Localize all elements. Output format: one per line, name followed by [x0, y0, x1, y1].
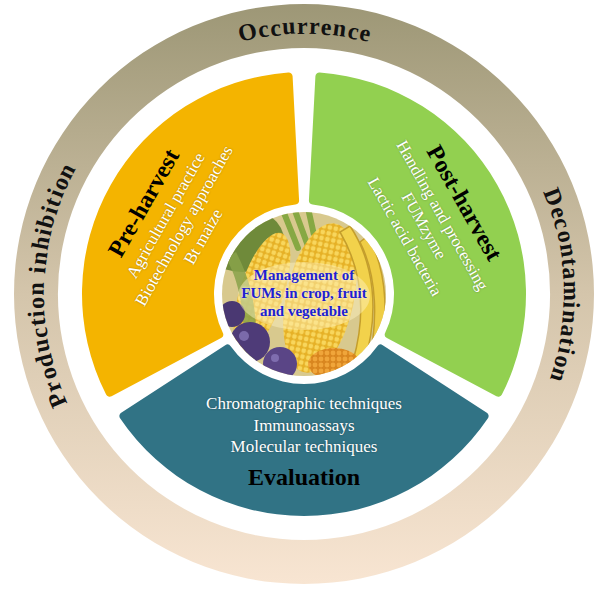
ring-letter: i — [24, 309, 48, 317]
sector-fill — [82, 73, 299, 397]
ring-letter: e — [320, 15, 333, 40]
ring-letter: m — [560, 280, 584, 300]
ring-letter: n — [331, 16, 347, 42]
ring-letter: O — [235, 18, 258, 45]
outer-ring: OccurrenceDecontaminationProduction inhi… — [14, 4, 594, 584]
sector-item: Immunoassays — [253, 414, 354, 436]
ring-band — [14, 4, 594, 584]
ring-letter: n — [24, 282, 48, 296]
ring-letter — [24, 274, 48, 281]
ring-label: Occurrence — [234, 13, 378, 46]
ring-letter: r — [297, 14, 308, 38]
sector-band: Chromatographic techniquesImmunoassaysMo… — [115, 341, 493, 518]
sector-band: Pre-harvestAgricultural practiceBiotechn… — [80, 70, 302, 401]
center-circle: Management of FUMs in crop, fruit and ve… — [222, 212, 386, 376]
sector-fill — [309, 73, 526, 397]
sector-heading: Evaluation — [248, 462, 360, 491]
center-title: Management of FUMs in crop, fruit and ve… — [236, 267, 372, 320]
sector-fill — [119, 345, 488, 516]
ring-label: Production inhibition — [23, 158, 79, 413]
sector-item: Chromatographic techniques — [206, 393, 402, 415]
photo-content — [222, 212, 386, 376]
ring-label: Decontamination — [541, 184, 585, 388]
ring-letter: c — [268, 15, 281, 40]
ring-letter: r — [308, 14, 320, 38]
sector-band: Post-harvestHandling and processingFUMzy… — [306, 70, 528, 401]
ring-letter: n — [26, 250, 52, 266]
ring-letter: n — [558, 309, 583, 324]
sector-text-group: Chromatographic techniquesImmunoassaysMo… — [206, 393, 402, 492]
ring-letter: a — [559, 266, 584, 280]
ring-letter: i — [560, 302, 584, 310]
ring-letter: i — [25, 265, 50, 274]
sector-item: Molecular techniques — [231, 436, 378, 458]
ring-letter: o — [24, 296, 48, 309]
ring-letter: u — [281, 14, 296, 39]
